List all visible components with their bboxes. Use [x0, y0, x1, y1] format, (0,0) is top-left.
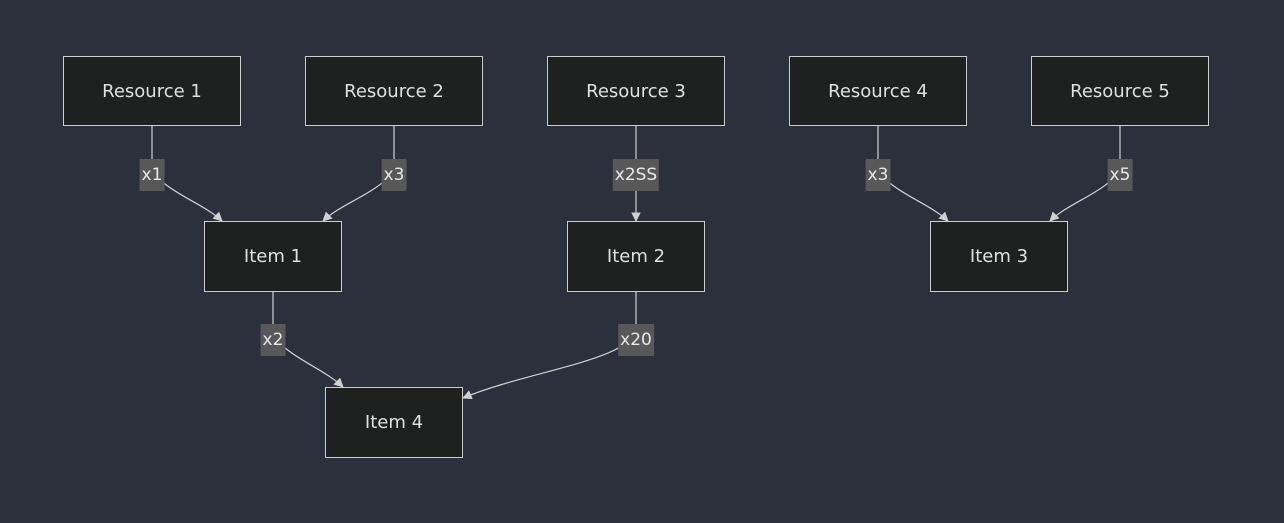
- node-label: Item 4: [364, 412, 424, 433]
- node-label: Item 1: [243, 246, 303, 267]
- edge-label-item1-item4: x2: [260, 324, 286, 356]
- node-resource-2: Resource 2: [305, 56, 483, 126]
- node-label: Resource 2: [344, 80, 444, 102]
- node-item-3: Item 3: [930, 221, 1068, 292]
- node-resource-5: Resource 5: [1031, 56, 1209, 126]
- node-label: Resource 5: [1070, 80, 1170, 102]
- edge-label-resource1-item1: x1: [139, 159, 165, 191]
- node-item-4: Item 4: [325, 387, 463, 458]
- edge-label-resource3-item2: x2SS: [612, 159, 660, 191]
- node-label: Item 3: [969, 246, 1029, 267]
- edge-item2-item4: [462, 291, 637, 400]
- node-label: Resource 1: [102, 80, 202, 102]
- node-item-2: Item 2: [567, 221, 705, 292]
- edge-label-resource5-item3: x5: [1107, 159, 1133, 191]
- node-label: Item 2: [606, 246, 666, 267]
- node-item-1: Item 1: [204, 221, 342, 292]
- node-label: Resource 4: [828, 80, 928, 102]
- edge-label-item2-item4: x20: [618, 324, 654, 356]
- node-resource-4: Resource 4: [789, 56, 967, 126]
- node-resource-3: Resource 3: [547, 56, 725, 126]
- edge-label-resource2-item1: x3: [381, 159, 407, 191]
- node-label: Resource 3: [586, 80, 686, 102]
- node-resource-1: Resource 1: [63, 56, 241, 126]
- edge-label-resource4-item3: x3: [865, 159, 891, 191]
